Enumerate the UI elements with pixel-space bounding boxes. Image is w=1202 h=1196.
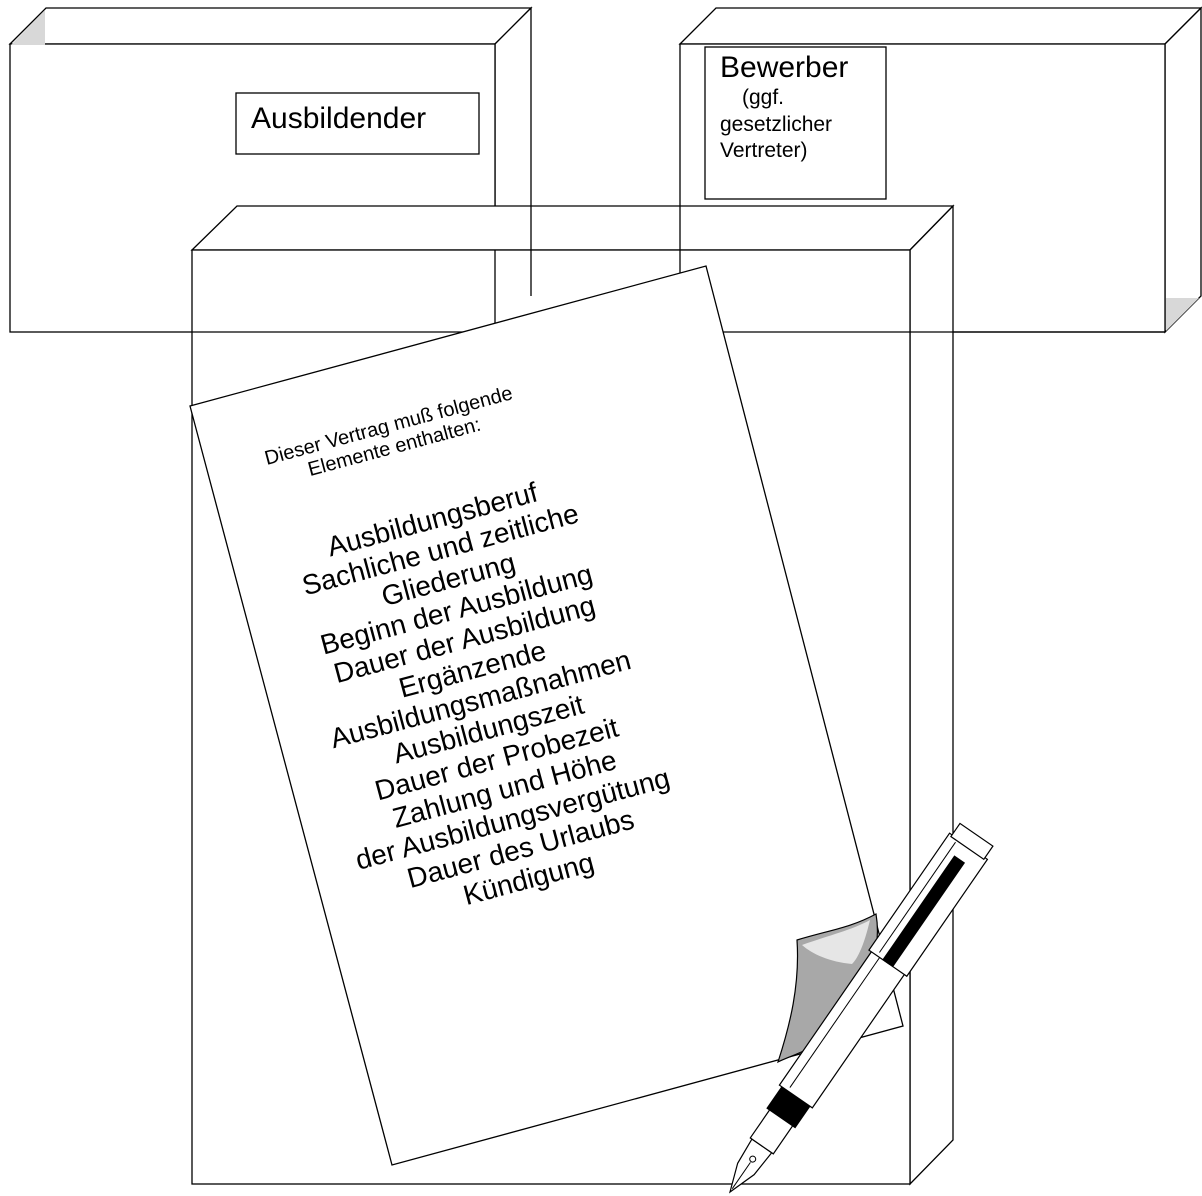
left-box-corner-shade xyxy=(11,10,45,45)
left-box xyxy=(8,6,533,334)
bewerber-title: Bewerber xyxy=(720,51,849,84)
contract-sheet-text: Dieser Vertrag muß folgende Elemente ent… xyxy=(262,382,673,911)
contract-sheet-paper xyxy=(189,265,904,1166)
right-box-label-frame xyxy=(704,46,887,200)
back-box-edges xyxy=(192,206,1165,333)
right-box-top-face xyxy=(678,7,1202,45)
bewerber-note-line-3: Vertreter) xyxy=(720,139,808,162)
pen-cap-top xyxy=(950,822,994,861)
contract-sheet xyxy=(189,265,904,1166)
fountain-pen-icon xyxy=(728,822,994,1194)
pen-clip xyxy=(882,855,966,968)
bewerber-note-line-2: gesetzlicher xyxy=(720,113,833,136)
left-box-label-frame xyxy=(235,92,480,155)
ausbildender-label: Ausbildender xyxy=(251,102,427,135)
right-box-corner-shade xyxy=(1166,298,1199,331)
right-box-side-face xyxy=(1164,6,1202,334)
bewerber-note-line-1: (ggf. xyxy=(742,86,785,109)
left-box-top-face xyxy=(8,7,533,45)
contract-box-side-face xyxy=(909,204,954,1186)
contract-sheet-curl-highlight xyxy=(802,920,870,964)
contract-box-top-face xyxy=(190,205,955,251)
